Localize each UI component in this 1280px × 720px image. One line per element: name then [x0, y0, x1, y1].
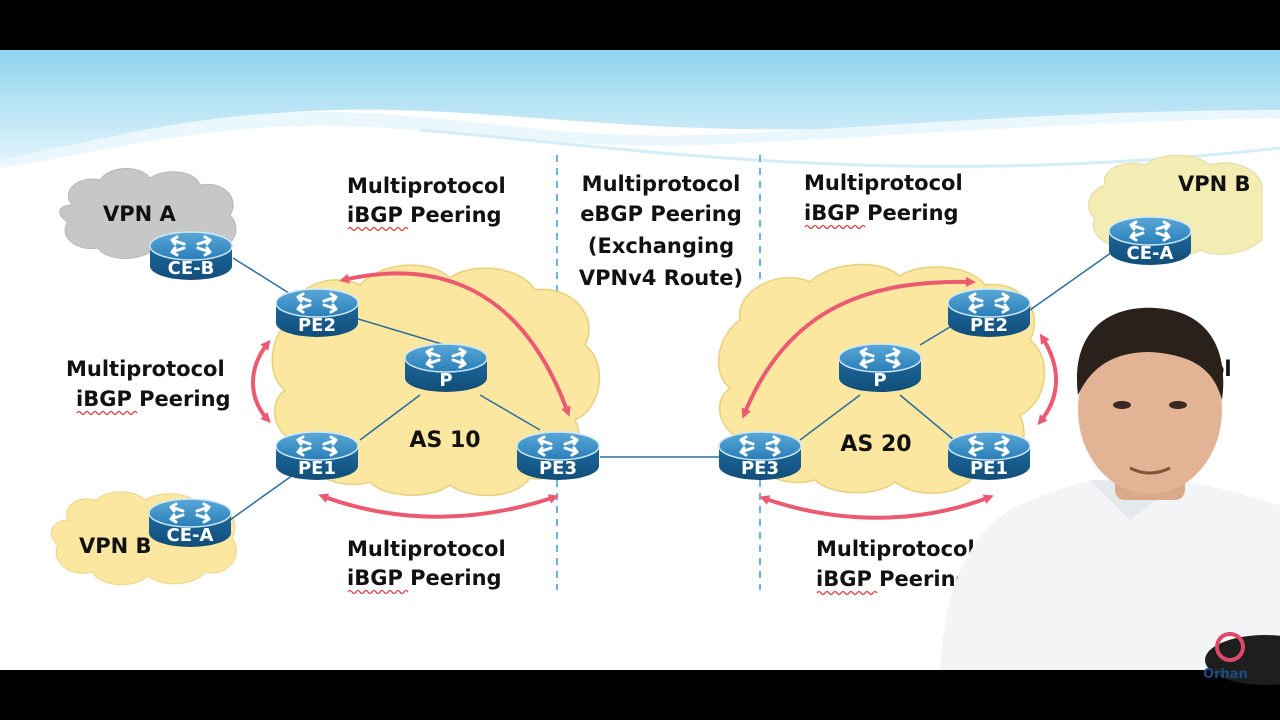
router-pe2-right: PE2: [946, 287, 1032, 339]
router-p-right-label: P: [873, 370, 886, 391]
letterbox-top: [0, 0, 1280, 50]
router-pe1-right-label: PE1: [970, 458, 1008, 479]
presenter-hair: [1076, 307, 1224, 400]
router-pe1-left: PE1: [274, 430, 360, 482]
label-top-right-ibgp: Multiprotocol iBGP Peering: [804, 171, 963, 230]
svg-text:iBGP Peering: iBGP Peering: [347, 566, 502, 590]
label-ebgp: Multiprotocol eBGP Peering (Exchanging V…: [579, 172, 743, 290]
router-ce-b-label: CE-B: [168, 258, 215, 279]
vpn-a-label: VPN A: [103, 202, 177, 226]
svg-text:iBGP Peering: iBGP Peering: [816, 567, 971, 591]
svg-text:Multiprotocol: Multiprotocol: [816, 537, 975, 561]
svg-text:Multiprotocol: Multiprotocol: [347, 174, 506, 198]
svg-text:Multiprotocol: Multiprotocol: [804, 171, 963, 195]
router-pe3-right: PE3: [717, 430, 803, 482]
router-pe1-left-label: PE1: [298, 458, 336, 479]
router-p-left: P: [403, 342, 489, 394]
presenter-overlay: Orhan: [940, 307, 1280, 685]
router-ce-b: CE-B: [148, 230, 234, 282]
svg-text:iBGP Peering: iBGP Peering: [76, 387, 231, 411]
svg-text:VPNv4 Route): VPNv4 Route): [579, 266, 743, 290]
svg-text:Orhan: Orhan: [1203, 667, 1248, 682]
svg-text:Multiprotocol: Multiprotocol: [347, 537, 506, 561]
svg-text:eBGP Peering: eBGP Peering: [580, 202, 742, 226]
label-top-left-ibgp: Multiprotocol iBGP Peering: [347, 174, 506, 232]
router-pe3-right-label: PE3: [741, 458, 779, 479]
peering-arrows: [251, 271, 1058, 520]
label-left-ibgp: Multiprotocol iBGP Peering: [66, 357, 231, 416]
router-pe2-left: PE2: [274, 287, 360, 339]
label-bottom-left-ibgp: Multiprotocol iBGP Peering: [347, 537, 506, 595]
router-pe1-right: PE1: [946, 430, 1032, 482]
presenter-logo: Orhan: [1203, 632, 1248, 682]
vpn-b-label-right: VPN B: [1178, 172, 1251, 196]
vpn-b-label-left: VPN B: [79, 534, 152, 558]
router-pe2-left-label: PE2: [298, 315, 336, 336]
svg-text:Multiprotocol: Multiprotocol: [66, 357, 225, 381]
router-ce-a-left-label: CE-A: [167, 525, 214, 546]
as-10-label: AS 10: [409, 428, 480, 453]
svg-text:(Exchanging: (Exchanging: [588, 234, 734, 258]
presenter-face: [1078, 326, 1222, 494]
router-pe3-left: PE3: [515, 430, 601, 482]
router-ce-a-right: CE-A: [1107, 215, 1193, 267]
as-20-label: AS 20: [840, 432, 911, 457]
svg-text:iBGP Peering: iBGP Peering: [347, 203, 502, 227]
router-p-left-label: P: [439, 370, 452, 391]
router-p-right: P: [837, 342, 923, 394]
svg-text:Multiprotocol: Multiprotocol: [582, 172, 741, 196]
router-pe3-left-label: PE3: [539, 458, 577, 479]
svg-text:iBGP Peering: iBGP Peering: [804, 201, 959, 225]
router-pe2-right-label: PE2: [970, 315, 1008, 336]
router-ce-a-right-label: CE-A: [1127, 243, 1174, 264]
label-bottom-right-ibgp: Multiprotocol iBGP Peering: [816, 537, 975, 596]
router-ce-a-left: CE-A: [147, 497, 233, 549]
letterbox-bottom: [0, 670, 1280, 720]
